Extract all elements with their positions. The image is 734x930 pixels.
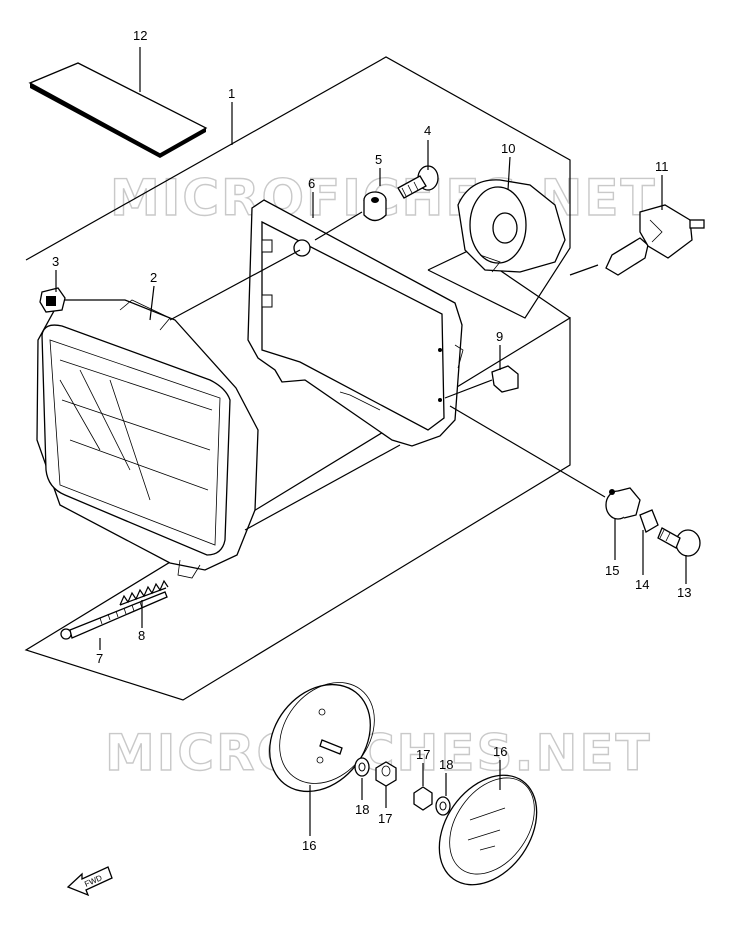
nut-3-part	[39, 287, 66, 313]
label-plate-part	[28, 62, 208, 158]
callout-11: 11	[655, 159, 669, 174]
callout-8: 8	[138, 628, 145, 643]
callout-9: 9	[496, 329, 503, 344]
callout-18-right: 18	[439, 757, 453, 772]
collar-part	[639, 509, 659, 533]
callout-16-right: 16	[493, 744, 507, 759]
screw-13-part	[657, 527, 701, 557]
callout-16-left: 16	[302, 838, 316, 853]
callout-1: 1	[228, 86, 235, 101]
callout-18-left: 18	[355, 802, 369, 817]
callout-10: 10	[501, 141, 515, 156]
washer-18-right-part	[435, 796, 451, 816]
clip-nut-part	[491, 365, 519, 393]
callout-4: 4	[424, 123, 431, 138]
grommet-part	[363, 191, 387, 222]
nut-17-right-part	[413, 786, 433, 811]
nut-17-left-part	[375, 761, 397, 787]
callout-12: 12	[133, 28, 147, 43]
bulb-part	[605, 204, 705, 276]
frame-part	[247, 199, 464, 447]
callout-3: 3	[52, 254, 59, 269]
callout-5: 5	[375, 152, 382, 167]
lens-cap-right-part	[438, 774, 538, 886]
callout-17-right: 17	[416, 747, 430, 762]
spring-part	[119, 579, 169, 606]
washer-18-left-part	[354, 757, 370, 777]
callout-15: 15	[605, 563, 619, 578]
socket-cover-part	[457, 179, 566, 273]
callout-13: 13	[677, 585, 691, 600]
callout-7: 7	[96, 651, 103, 666]
callout-6: 6	[308, 176, 315, 191]
callout-14: 14	[635, 577, 649, 592]
grommet-15-part	[605, 487, 641, 520]
callout-17-left: 17	[378, 811, 392, 826]
headlamp-unit-part	[36, 299, 259, 579]
callout-2: 2	[150, 270, 157, 285]
leader-lines	[55, 47, 687, 836]
fwd-arrow-icon: FWD	[66, 866, 113, 897]
adjusting-screw-part	[60, 591, 168, 640]
